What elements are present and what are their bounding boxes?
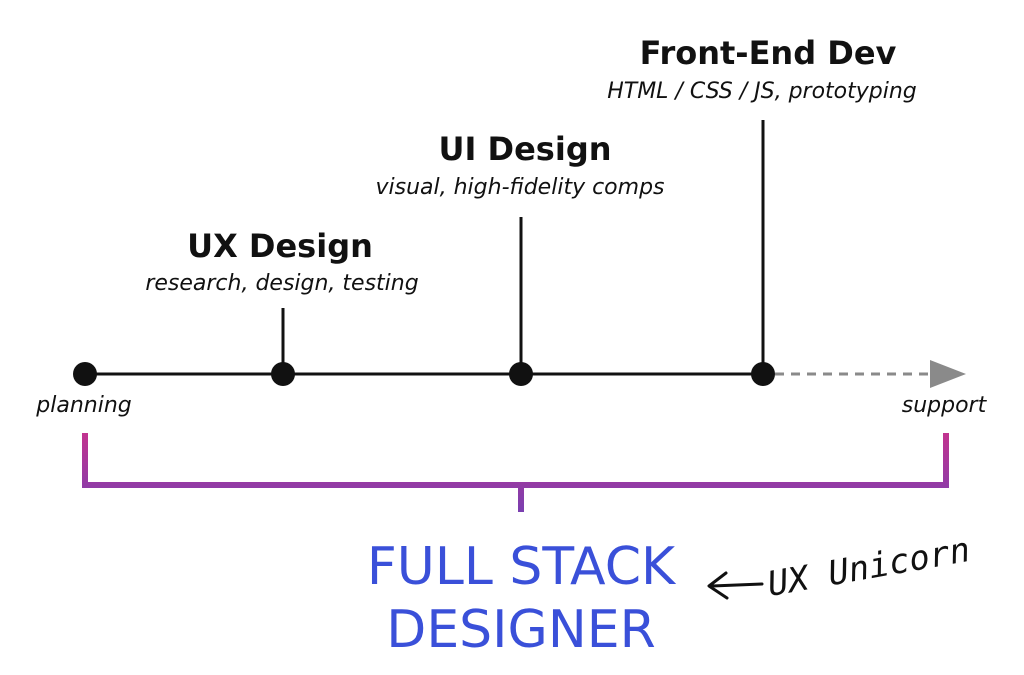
unicorn-annotation: UX Unicorn [765, 530, 974, 605]
full-stack-bracket [82, 433, 949, 512]
stage-ui-subtitle: visual, high-fidelity comps [375, 175, 664, 200]
stage-frontend-title: Front-End Dev [640, 34, 897, 72]
stage-frontend-subtitle: HTML / CSS / JS, prototyping [607, 79, 917, 104]
timeline-dot-frontend [751, 362, 775, 386]
stage-ux-title: UX Design [187, 227, 373, 265]
stage-ui-title: UI Design [439, 130, 612, 168]
headline-line-2: DESIGNER [386, 600, 655, 660]
end-label: support [902, 393, 988, 418]
arrow-head-icon [930, 360, 966, 388]
stage-ux-subtitle: research, design, testing [145, 271, 418, 296]
headline-line-1: FULL STACK [367, 537, 677, 597]
hand-drawn-arrow-icon [707, 571, 764, 600]
timeline-dot-ux [271, 362, 295, 386]
timeline-dot-planning [73, 362, 97, 386]
start-label: planning [35, 393, 132, 418]
timeline-dot-ui [509, 362, 533, 386]
